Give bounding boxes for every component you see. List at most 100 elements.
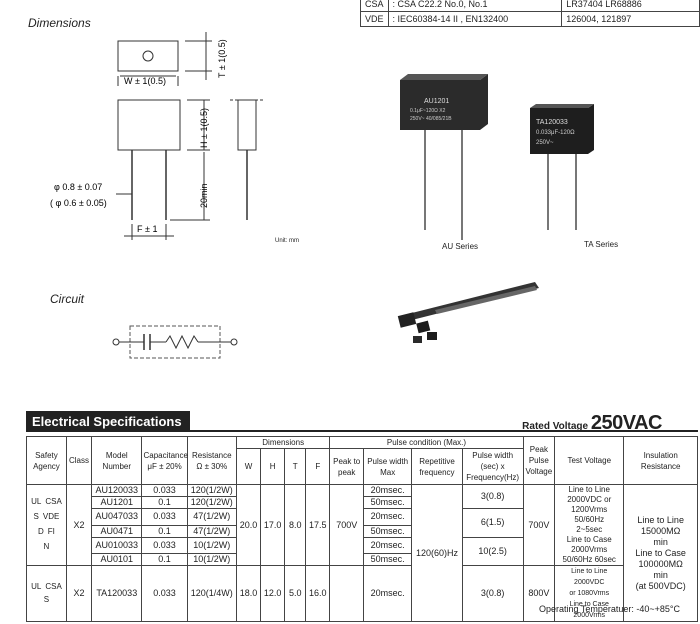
col-w: W [235,448,262,485]
vde-logo-icon: VDE [42,512,60,521]
table-row: AU1201 0.1 120(1/2W) 50msec. [27,496,698,509]
test-line: 1200Vrms [571,505,608,514]
w-cell: 18.0 [235,565,262,622]
cert-row: VDE : IEC60384-14 II , EN132400 126004, … [360,11,700,27]
height-label: H ± 1(0.5) [199,108,209,148]
nemko-logo-icon: N [43,542,50,551]
ta-marking-line: 0.033μF-120Ω [536,130,575,136]
class-cell: X2 [65,565,93,622]
cap-cell: 0.033 [141,565,188,622]
col-res: Resistance Ω ± 30% [186,436,237,485]
w-cell: 20.0 [235,484,262,566]
pw-cell: 20msec. [362,536,413,554]
model-cell: AU0471 [91,524,143,538]
col-pulse-width: Pulse width Max [362,448,413,485]
ul-logo-icon: UL [31,581,42,591]
spec-header-row: Safety Agency Class Model Number Capacit… [26,436,698,485]
cert-file: 126004, 121897 [561,11,700,27]
col-insulation: Insulation Resistance [623,436,698,485]
col-dimensions: Dimensions [235,436,331,449]
peak-cell: 800V [522,565,556,622]
pw-cell: 20msec. [362,508,413,526]
pwf-cell: 10(2.5) [461,536,524,566]
polarity-mark-icon [142,50,154,62]
col-pulse: Pulse condition (Max.) [329,436,524,449]
operating-temperature: Operating Temperatuer: -40~+85°C [538,604,680,614]
spec-title: Electrical Specifications [26,411,190,432]
au-marking-line: 0.1μF~120Ω X2 [410,108,446,114]
test-line: Line to Case [569,601,609,608]
semko-logo-icon: S [43,594,50,604]
col-pulse-width-freq: Pulse width (sec) x Frequency(Hz) [461,448,524,485]
test-line: 2000VDC [574,579,605,586]
h-cell: 17.0 [260,484,286,566]
model-cell: AU047033 [91,508,143,526]
test-line: 2000Vrms [573,612,606,619]
au-marking-line: AU1201 [424,98,449,105]
model-cell: AU0101 [91,553,143,566]
ins-line: min [653,569,668,580]
peak-cell: 700V [522,484,556,566]
ta-caption: TA Series [584,240,619,249]
col-cap: Capacitance μF ± 20% [141,436,188,485]
ins-line: (at 500VDC) [635,580,686,591]
au-caption: AU Series [442,242,479,251]
pw-cell: 50msec. [362,524,413,538]
rated-voltage-value: 250VAC [590,412,663,434]
cert-file: LR37404 LR68886 [561,0,700,12]
csa-logo-icon: CSA [45,581,62,591]
test-voltage-cell: Line to Line 2000VDC or 1080Vrms Line to… [554,565,625,622]
au-marking-line: 250V~ 40/085/21B [410,116,452,122]
col-rep-freq: Repetitive frequency [411,448,463,485]
ta-capacitor-image [530,104,594,154]
pwf-cell: 3(0.8) [461,565,524,622]
test-line: or 1080Vrms [569,590,610,597]
ins-line: Line to Line [637,514,684,525]
resistor-symbol-icon [165,334,199,350]
pp-cell: 700V [329,484,364,566]
cap-cell: 0.033 [141,536,188,554]
pw-cell: 20msec. [362,565,413,622]
cert-agency: VDE [360,11,389,27]
col-safety: Safety Agency [26,436,67,485]
ta-marking-line: 250V~ [536,140,554,146]
cap-cell: 0.033 [141,484,188,497]
ins-line: Line to Case [635,547,686,558]
pw-cell: 50msec. [362,553,413,566]
cap-cell: 0.1 [141,496,188,509]
product-photos: AU1201 0.1μF~120Ω X2 250V~ 40/085/21B TA… [400,74,594,240]
class-cell: X2 [65,484,93,566]
test-line: Line to Line [568,485,610,494]
res-cell: 10(1/2W) [186,536,237,554]
au-capacitor-image [400,74,488,130]
dimensions-heading: Dimensions [28,16,91,30]
test-voltage-cell: Line to Line 2000VDC or 1200Vrms 50/60Hz… [554,484,625,566]
rated-voltage: Rated Voltage 250VAC [522,412,662,435]
pw-cell: 50msec. [362,496,413,509]
test-line: 50/60Hz 60sec [562,555,616,564]
cap-cell: 0.1 [141,553,188,566]
model-cell: AU120033 [91,484,143,497]
ins-line: 15000MΩ [641,525,681,536]
pitch-label: F ± 1 [137,224,157,234]
cert-table: CSA : CSA C22.2 No.0, No.1 LR37404 LR688… [360,0,700,27]
res-cell: 120(1/2W) [186,484,237,497]
f-cell: 16.0 [305,565,331,622]
csa-logo-icon: CSA [45,497,62,506]
dimension-drawing: W ± 1(0.5) T ± 1(0.5) H ± 1(0.5) 20min φ… [50,32,264,240]
width-label: W ± 1(0.5) [124,76,166,86]
ta-marking-line: TA120033 [536,119,568,126]
fi-logo-icon: FI [47,527,55,536]
table-row: AU047033 0.033 47(1/2W) 20msec. 6(1.5) [27,508,698,538]
smd-strip-image [397,282,539,343]
unit-note: Unit: mm [275,238,299,244]
insulation-cell: Line to Line 15000MΩ min Line to Case 10… [623,484,698,622]
res-cell: 120(1/2W) [186,496,237,509]
f-cell: 17.5 [305,484,331,566]
t-cell: 8.0 [284,484,307,566]
pwf-cell: 6(1.5) [461,508,524,538]
ul-logo-icon: UL [31,497,42,506]
col-h: H [260,448,286,485]
